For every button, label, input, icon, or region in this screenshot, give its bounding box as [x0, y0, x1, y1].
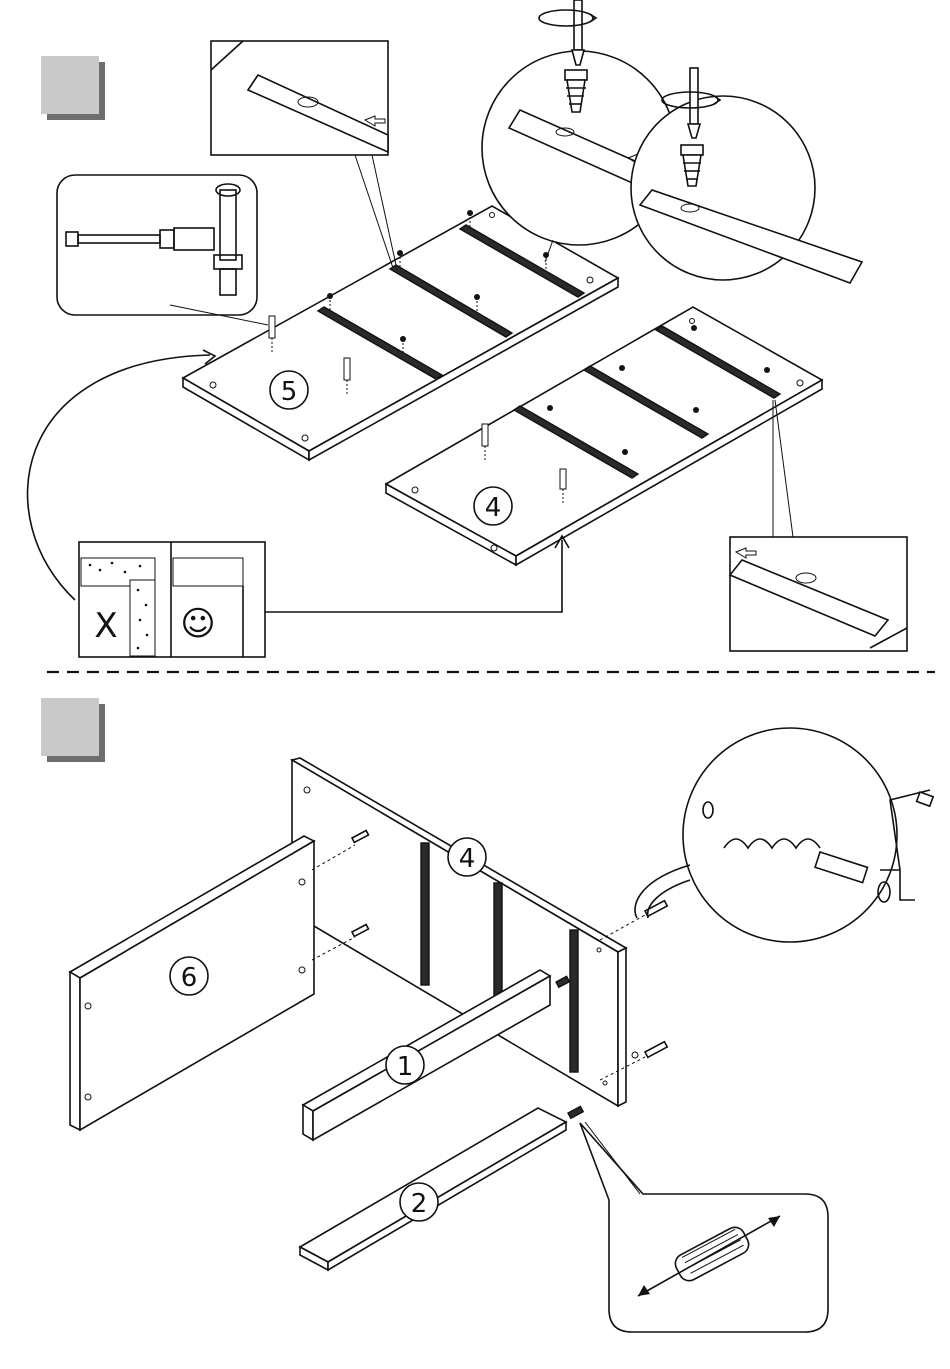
rail-detail-box-bottom [730, 400, 907, 651]
part-label-4-top: 4 [485, 493, 502, 523]
wrong-mark: X [94, 606, 117, 646]
cam-bolt-detail-box [57, 175, 268, 325]
wooden-dowel-icon [638, 1216, 780, 1296]
part-label-5: 5 [281, 377, 298, 407]
part-label-4-bottom: 4 [459, 844, 476, 874]
right-mark: ☺ [180, 604, 215, 644]
panel-1: 1 [303, 970, 550, 1140]
dowel-detail-box [580, 1122, 828, 1332]
panel-2: 2 [300, 1108, 566, 1270]
part-label-2: 2 [411, 1189, 428, 1219]
part-label-6: 6 [181, 963, 198, 993]
crank-detail-circle [635, 728, 933, 942]
part-label-1: 1 [397, 1052, 414, 1082]
